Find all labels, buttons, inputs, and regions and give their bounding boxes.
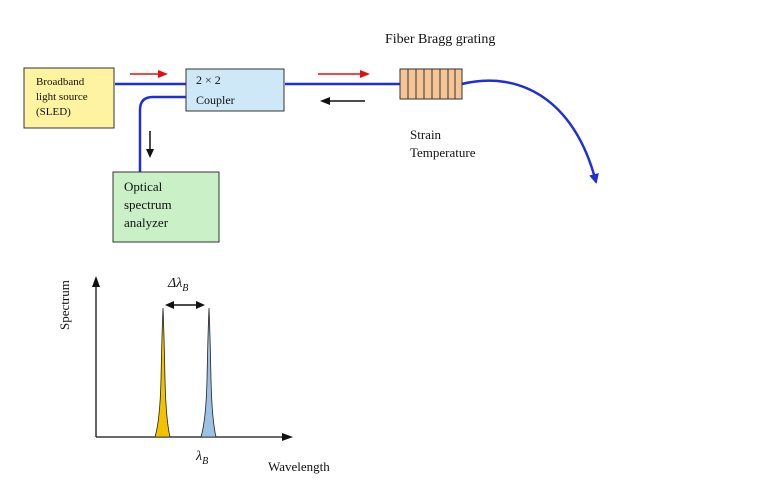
analyzer-label-line-1: Optical (124, 179, 163, 194)
broadband-source: Broadband light source (SLED) (23, 67, 115, 129)
analyzer-label-line-3: analyzer (124, 215, 169, 230)
analyzer-input-arrow (146, 131, 154, 158)
forward-light-arrow-2 (318, 70, 370, 78)
coupler-label-line-2: Coupler (196, 93, 235, 107)
x-axis-label: Wavelength (268, 459, 330, 474)
spectrum-peak-original (154, 307, 171, 438)
spectrum-peak-shifted (200, 307, 217, 438)
bragg-wavelength-label: λB (195, 449, 208, 467)
reflected-light-arrow (320, 97, 365, 105)
optical-fiber (115, 79, 599, 184)
coupler-label-line-1: 2 × 2 (196, 73, 221, 87)
fiber-bragg-grating (399, 68, 463, 100)
wavelength-shift-label: ΔλB (167, 276, 188, 294)
analyzer-label-line-2: spectrum (124, 197, 172, 212)
fiber-output-tail (461, 79, 599, 184)
coupler: 2 × 2 Coupler (185, 68, 285, 112)
measurand-strain: Strain (410, 127, 442, 142)
y-axis-label: Spectrum (57, 280, 72, 330)
forward-light-arrow-1 (130, 70, 168, 78)
grating-title: Fiber Bragg grating (385, 32, 495, 47)
wavelength-shift-arrow (165, 301, 205, 309)
spectrum-plot: ΔλB λB Wavelength Spectrum (57, 276, 330, 474)
measurand-temperature: Temperature (410, 145, 476, 160)
source-label-line-2: light source (36, 91, 88, 103)
source-label-line-3: (SLED) (36, 106, 71, 118)
optical-spectrum-analyzer: Optical spectrum analyzer (112, 171, 220, 243)
source-label-line-1: Broadband (36, 76, 85, 88)
